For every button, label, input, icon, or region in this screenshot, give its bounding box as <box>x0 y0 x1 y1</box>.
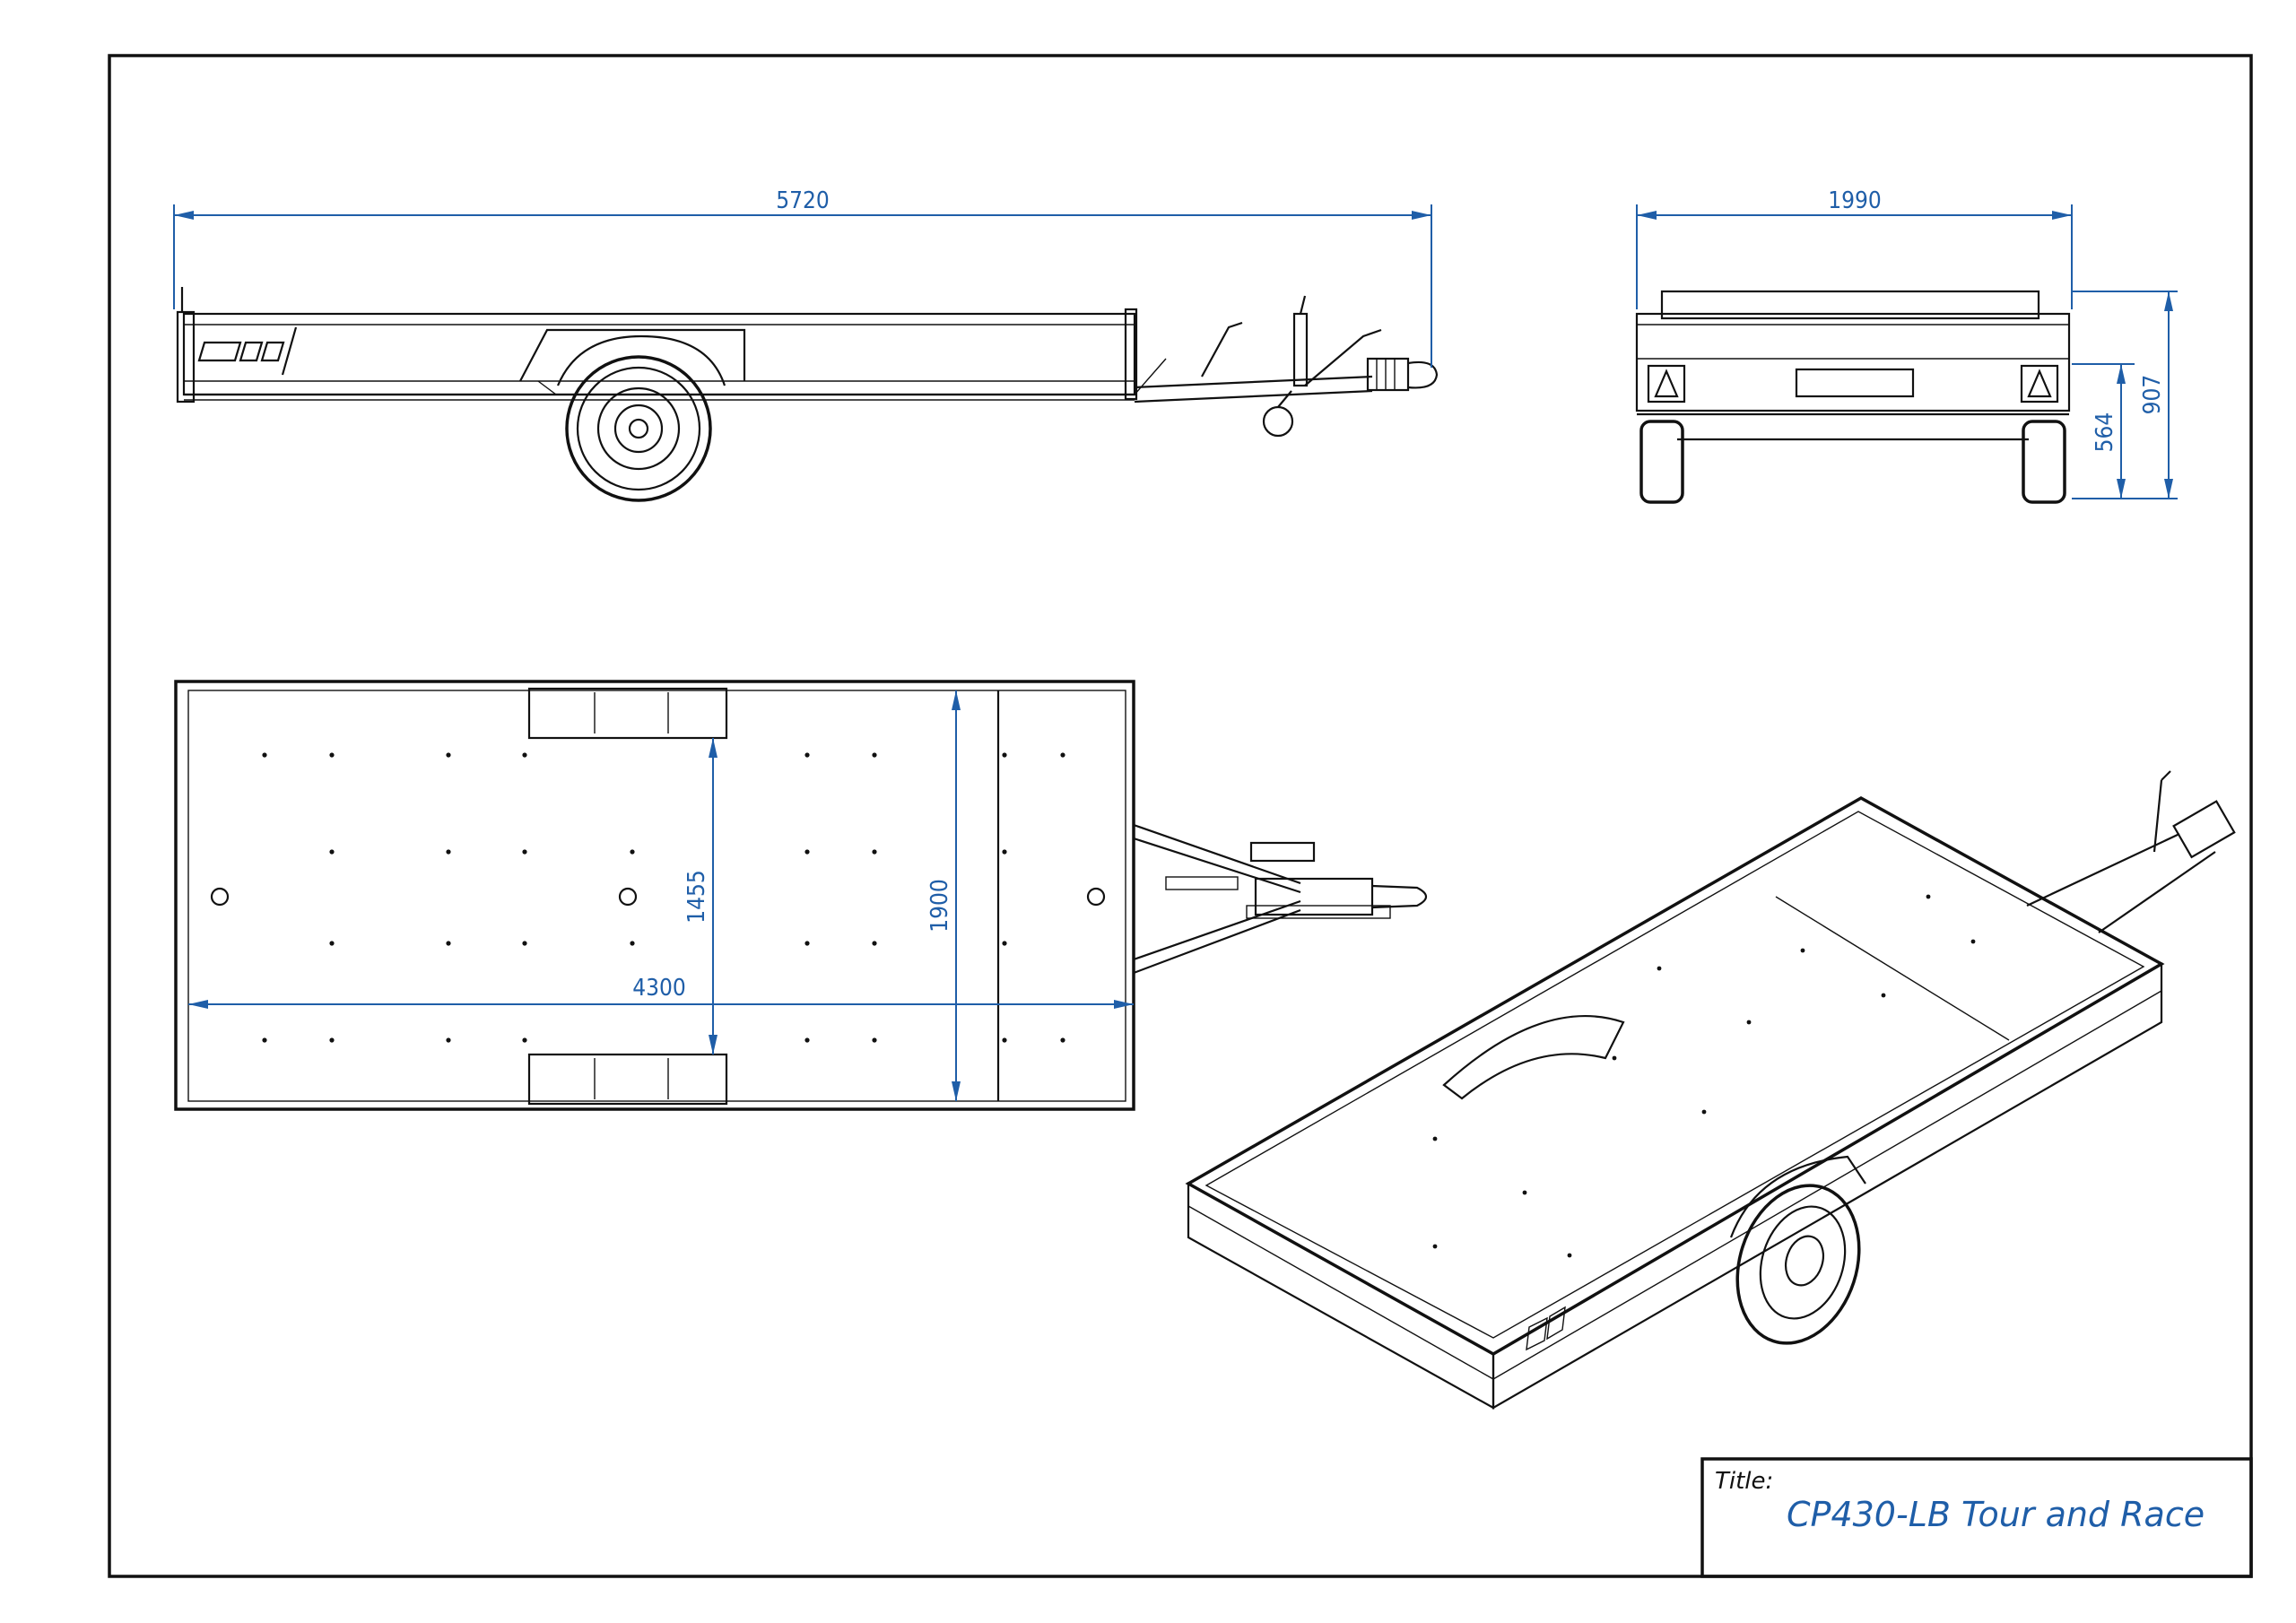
top-inner-width-dimension: 1455 <box>683 738 718 1055</box>
dim-top-length: 4300 <box>632 975 686 1002</box>
side-length-dimension: 5720 <box>173 187 1432 368</box>
rear-height-total-dimension: 907 <box>2072 291 2178 499</box>
dim-side-length: 5720 <box>776 187 830 214</box>
isometric-view <box>1185 770 2236 1410</box>
dim-top-inner-width: 1455 <box>683 870 710 924</box>
top-outer-width-dimension: 1900 <box>926 690 961 1101</box>
rear-view <box>1635 290 2071 504</box>
top-view <box>174 680 1428 1111</box>
title-label: Title: <box>1715 1468 1773 1495</box>
dim-top-outer-width: 1900 <box>926 879 953 933</box>
title-block: Title: CP430-LB Tour and Race <box>1700 1457 2253 1578</box>
sheet-border <box>108 54 2253 1578</box>
top-length-dimension: 4300 <box>188 975 1134 1009</box>
dim-rear-width: 1990 <box>1828 187 1882 214</box>
dim-rear-height-total: 907 <box>2139 375 2166 415</box>
rear-height-bed-dimension: 564 <box>2072 363 2135 499</box>
rear-width-dimension: 1990 <box>1636 187 2073 309</box>
dim-rear-height-bed: 564 <box>2092 412 2118 453</box>
title-value: CP430-LB Tour and Race <box>1787 1495 2205 1534</box>
side-view <box>176 287 1439 502</box>
